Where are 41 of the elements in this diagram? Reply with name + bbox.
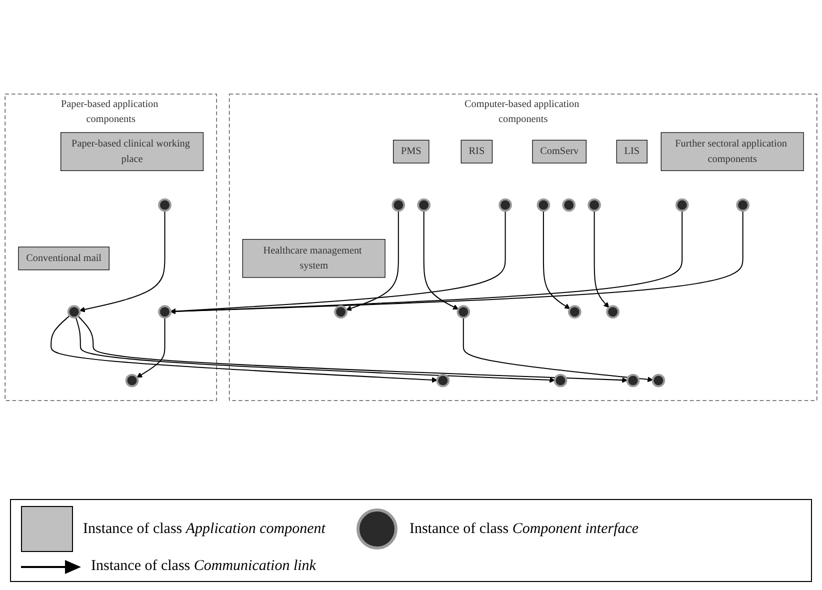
node-circle <box>392 198 406 212</box>
node-circle <box>536 198 550 212</box>
arrow <box>75 317 556 384</box>
node-box: ComServ <box>532 140 586 164</box>
node-circle <box>626 374 640 388</box>
node-circle <box>498 198 512 212</box>
node-box: LIS <box>616 140 648 164</box>
node-circle <box>606 305 620 319</box>
legend-text: Instance of class Component interface <box>409 520 639 538</box>
arrow <box>346 210 399 312</box>
arrow <box>79 210 166 312</box>
node-circle <box>436 374 450 388</box>
node-box: Conventional mail <box>18 246 110 270</box>
node-circle <box>554 374 568 388</box>
arrow <box>136 318 166 378</box>
arrow <box>462 318 653 382</box>
node-circle <box>652 374 666 388</box>
node-box: Healthcare management system <box>242 239 386 278</box>
node-box: Paper-based clinical working place <box>60 132 204 172</box>
node-circle <box>158 198 172 212</box>
node-circle <box>588 198 601 212</box>
node-circle <box>456 305 470 319</box>
node-circle <box>417 198 431 212</box>
arrow <box>542 210 570 310</box>
node-circle <box>125 374 139 388</box>
arrow <box>594 210 610 308</box>
legend-text: Instance of class Communication link <box>91 558 316 575</box>
legend-text: Instance of class Application component <box>83 520 326 538</box>
node-circle <box>158 305 172 319</box>
node-box: PMS <box>393 140 430 164</box>
arrow <box>50 315 438 383</box>
node-box: RIS <box>460 140 493 164</box>
node-circle <box>562 198 576 212</box>
node-circle <box>334 305 348 319</box>
arrow <box>78 316 628 384</box>
node-circle <box>675 198 689 212</box>
node-circle <box>67 305 81 319</box>
node-circle <box>736 198 750 212</box>
node-box: Further sectoral application components <box>660 132 804 172</box>
arrow <box>423 210 459 310</box>
node-circle <box>568 305 582 319</box>
